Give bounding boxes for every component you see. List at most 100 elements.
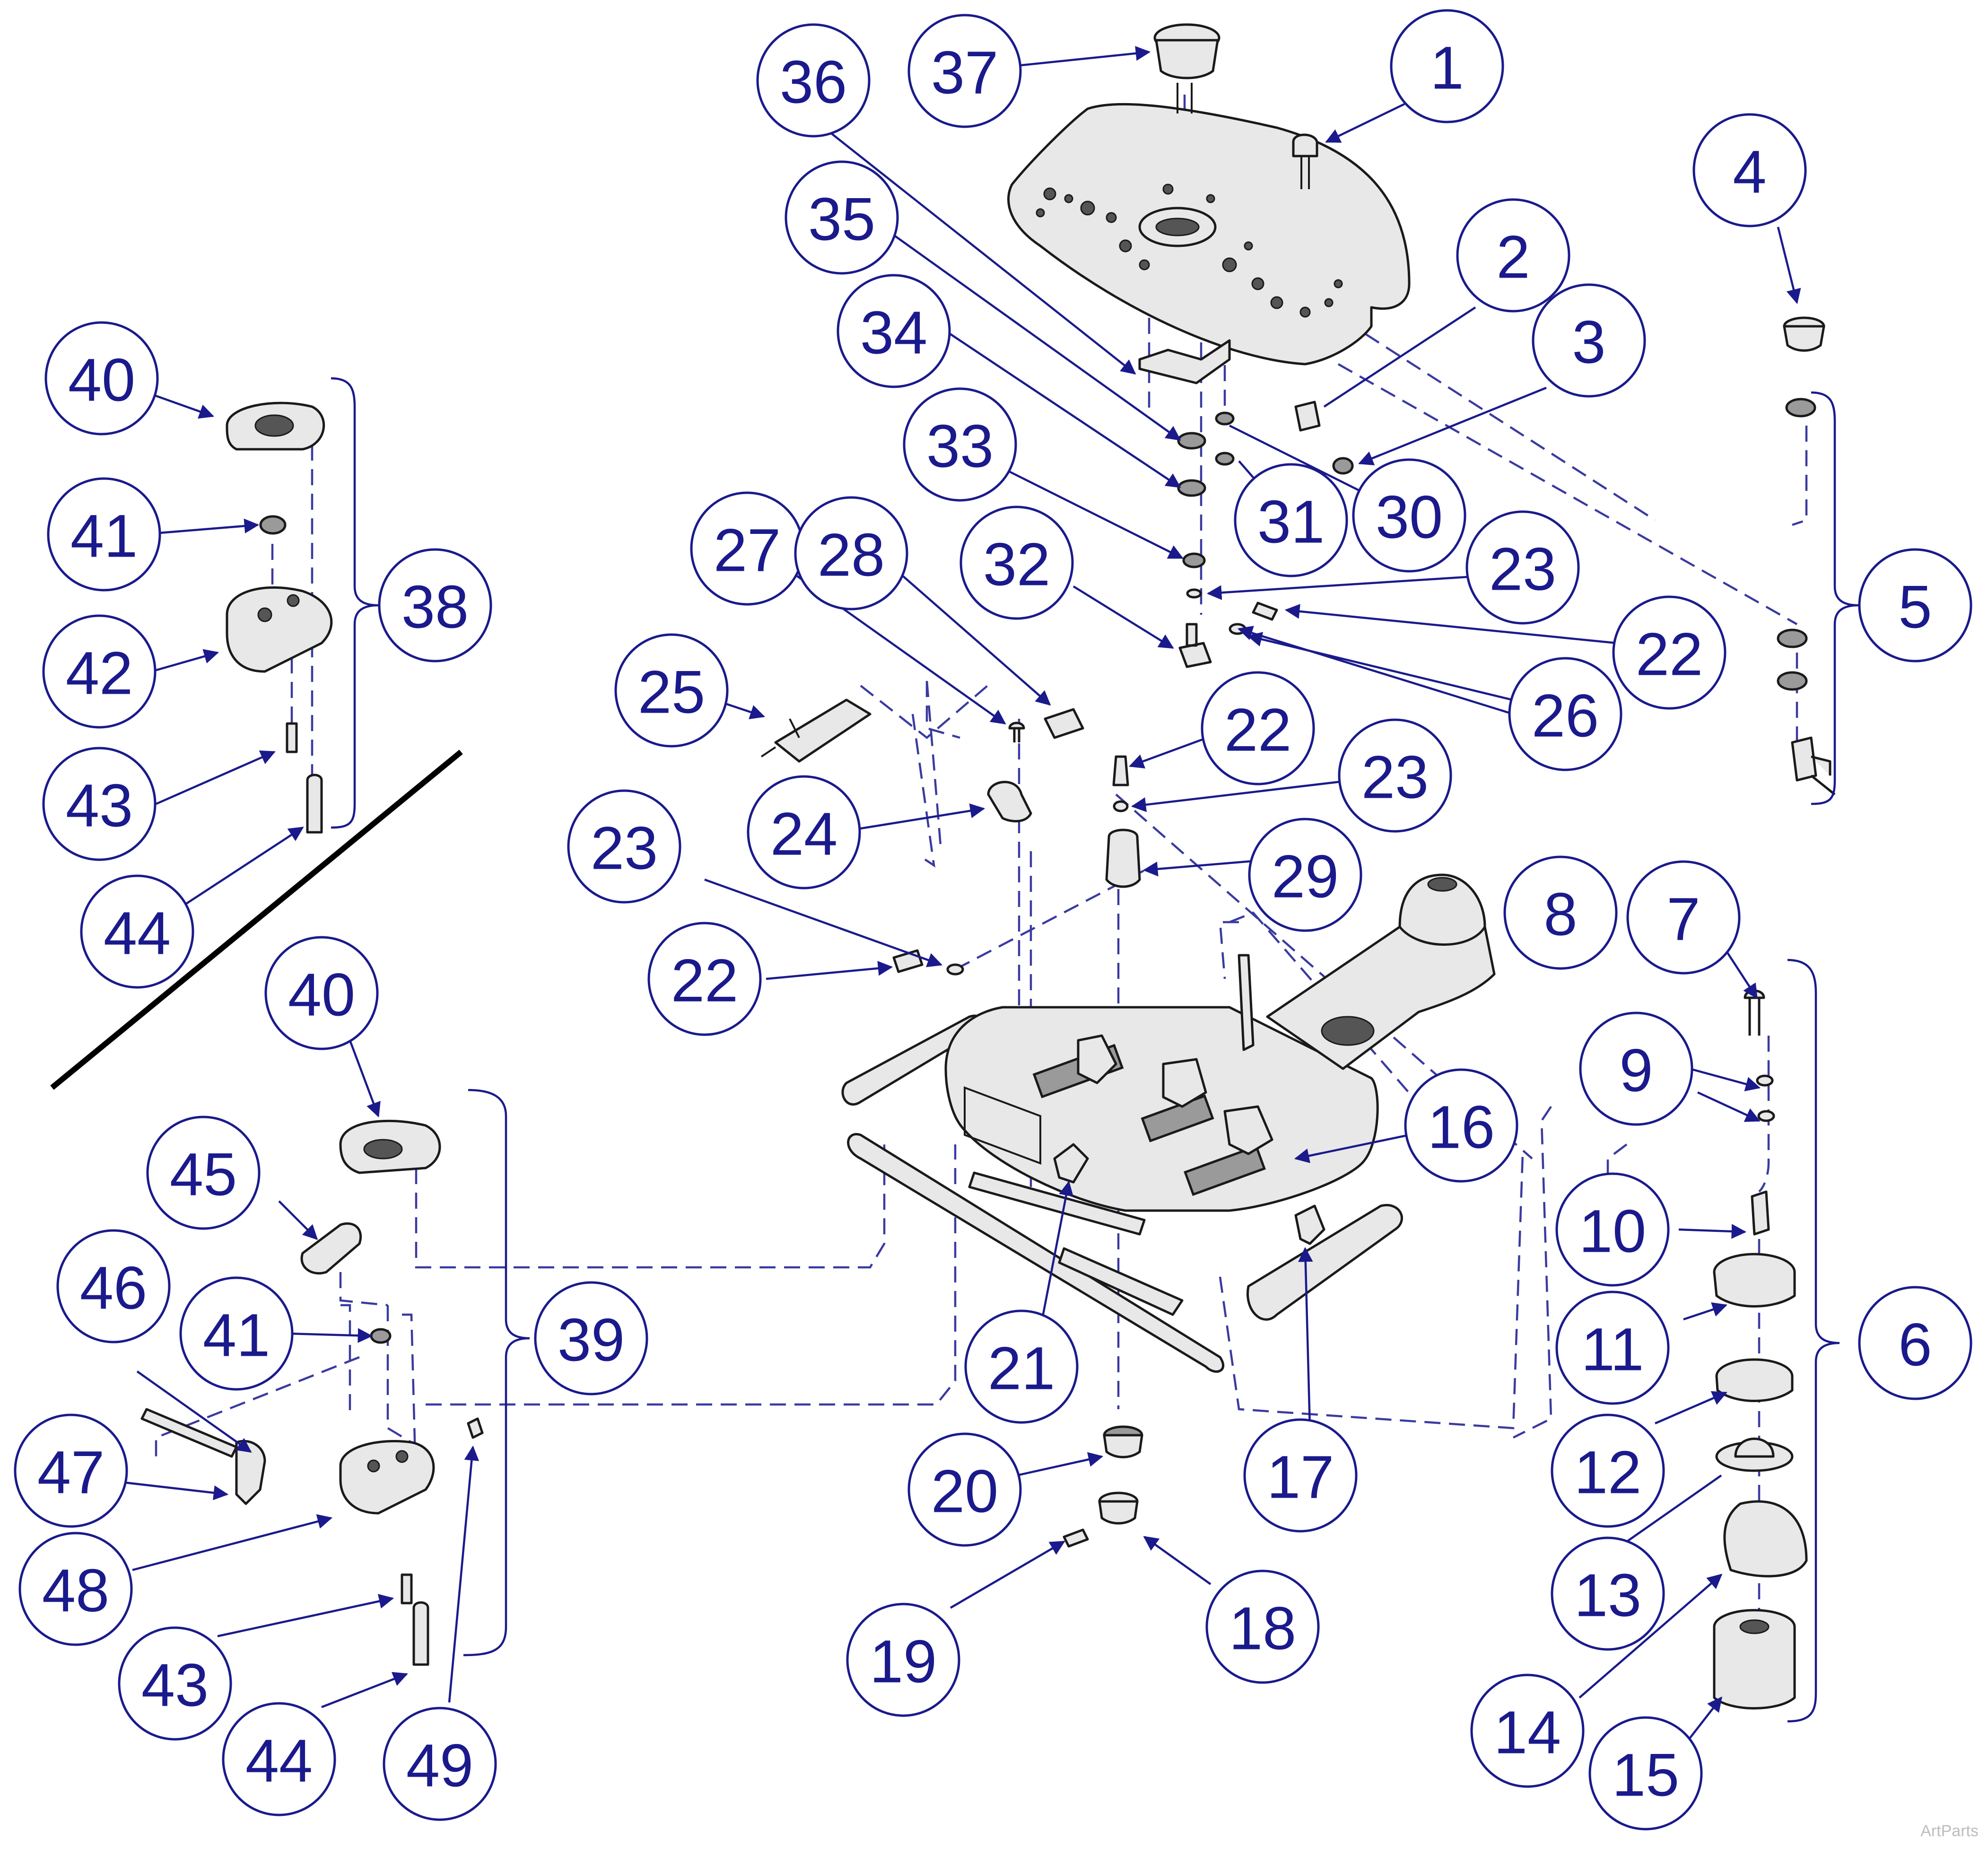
- callout-circle: [534, 1281, 648, 1395]
- callout-label: 26: [1532, 682, 1599, 750]
- callout-label: 16: [1428, 1094, 1495, 1161]
- callout-5: 5: [1858, 548, 1972, 663]
- callout-31: 31: [1234, 463, 1348, 577]
- callout-circle: [179, 1276, 294, 1391]
- callout-circle: [146, 1116, 261, 1230]
- callout-label: 12: [1574, 1439, 1641, 1507]
- valve-28: [1105, 829, 1141, 888]
- callout-circle: [1465, 510, 1580, 625]
- callout-23: 23: [1338, 718, 1452, 833]
- callout-label: 41: [70, 503, 138, 570]
- callout-circle: [222, 1702, 336, 1816]
- callout-circle: [1588, 1716, 1703, 1831]
- callout-label: 10: [1579, 1198, 1646, 1265]
- callout-circle: [80, 874, 194, 989]
- callout-label: 7: [1666, 886, 1700, 953]
- callout-label: 45: [170, 1141, 237, 1209]
- callout-14: 14: [1470, 1674, 1585, 1788]
- grommet-18: [1098, 1491, 1139, 1525]
- washer-23-mid: [1113, 800, 1129, 812]
- callout-label: 20: [931, 1458, 998, 1526]
- callout-label: 43: [66, 772, 133, 840]
- screw-26: [1008, 722, 1025, 742]
- top-plate: [1007, 103, 1411, 366]
- callout-19: 19: [846, 1603, 960, 1717]
- callout-40: 40: [44, 321, 159, 436]
- screw-1: [1292, 133, 1318, 189]
- callout-bubbles: 1234567891011121314151617181920212222222…: [14, 9, 1972, 1831]
- callout-label: 41: [203, 1302, 270, 1369]
- callout-9: 9: [1579, 1012, 1693, 1126]
- callout-circle: [1692, 113, 1807, 227]
- bracket-36: [1138, 339, 1231, 384]
- callout-label: 1: [1430, 35, 1464, 102]
- filter-assembly: [1713, 989, 1808, 1709]
- fitting-21: [1053, 1143, 1089, 1184]
- callout-43: 43: [118, 1626, 232, 1741]
- callout-32: 32: [959, 506, 1074, 620]
- callout-label: 18: [1229, 1595, 1296, 1663]
- callout-15: 15: [1588, 1716, 1703, 1831]
- callout-43: 43: [42, 747, 157, 861]
- callout-44: 44: [80, 874, 194, 989]
- callout-20: 20: [907, 1432, 1022, 1547]
- callout-30: 30: [1352, 458, 1466, 573]
- callout-23: 23: [1465, 510, 1580, 625]
- callout-label: 21: [988, 1335, 1055, 1403]
- callout-circle: [964, 1309, 1079, 1424]
- callout-44: 44: [222, 1702, 336, 1816]
- callout-circle: [1612, 595, 1726, 710]
- grommet-20: [1103, 1425, 1143, 1458]
- callout-41: 41: [47, 477, 161, 592]
- callout-circle: [42, 747, 157, 861]
- callout-circle: [614, 633, 729, 748]
- callout-circle: [1555, 1172, 1670, 1287]
- callout-label: 47: [37, 1439, 105, 1507]
- callout-label: 23: [591, 815, 658, 882]
- callout-45: 45: [146, 1116, 261, 1230]
- callout-circle: [647, 922, 762, 1036]
- callout-label: 2: [1496, 224, 1530, 291]
- separator-line: [50, 750, 463, 1090]
- callout-circle: [264, 936, 379, 1050]
- callout-6: 6: [1858, 1286, 1972, 1400]
- callout-28: 28: [794, 496, 908, 611]
- callout-label: 25: [638, 659, 705, 726]
- callout-21: 21: [964, 1309, 1079, 1424]
- callout-circle: [567, 789, 681, 904]
- callout-label: 43: [141, 1652, 209, 1719]
- gauge: [1153, 23, 1221, 113]
- callout-label: 38: [401, 574, 469, 641]
- callout-label: 37: [931, 39, 998, 107]
- callout-26: 26: [1508, 657, 1622, 771]
- callout-circle: [1338, 718, 1452, 833]
- callout-circle: [14, 1413, 128, 1528]
- callout-circle: [42, 614, 157, 729]
- callout-circle: [1201, 671, 1315, 785]
- callout-label: 40: [68, 347, 135, 414]
- callout-25: 25: [614, 633, 729, 748]
- callout-label: 30: [1376, 484, 1443, 551]
- callout-label: 33: [926, 413, 994, 480]
- clamp-24: [987, 781, 1032, 823]
- callout-23: 23: [567, 789, 681, 904]
- callout-16: 16: [1404, 1068, 1518, 1183]
- callout-37: 37: [907, 14, 1022, 128]
- callout-46: 46: [56, 1229, 171, 1343]
- callout-35: 35: [785, 160, 899, 275]
- callout-circle: [1626, 860, 1741, 975]
- callout-circle: [903, 387, 1017, 502]
- callout-42: 42: [42, 614, 157, 729]
- callout-label: 24: [770, 801, 837, 868]
- set-screw-19: [1063, 1528, 1089, 1548]
- callout-circle: [1508, 657, 1622, 771]
- callout-label: 23: [1489, 536, 1556, 603]
- callout-label: 28: [818, 522, 885, 589]
- callout-label: 22: [1224, 697, 1291, 764]
- callout-label: 35: [808, 186, 875, 253]
- callout-label: 19: [870, 1628, 937, 1696]
- callout-12: 12: [1551, 1413, 1665, 1528]
- callout-circle: [118, 1626, 232, 1741]
- callout-circle: [378, 548, 492, 663]
- callout-label: 39: [558, 1307, 625, 1374]
